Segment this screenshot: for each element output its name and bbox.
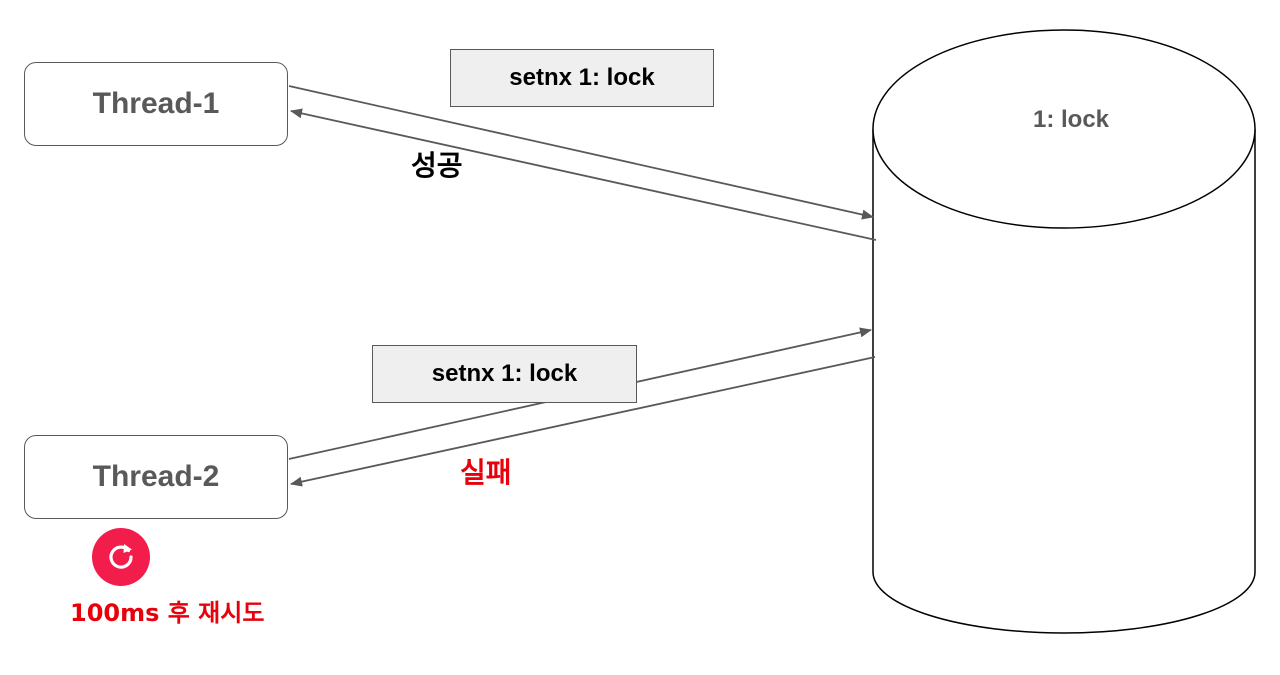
thread-2-box: Thread-2 [24, 435, 288, 519]
thread-2-response-arrow [290, 356, 876, 487]
thread-2-command-box: setnx 1: lock [372, 345, 637, 403]
thread-1-request-arrow [288, 85, 874, 220]
refresh-icon-glyph [109, 544, 133, 569]
fail-label: 실패 [460, 456, 512, 489]
refresh-icon [92, 528, 150, 586]
success-label: 성공 [411, 149, 463, 182]
retry-label: 100ms 후 재시도 [70, 599, 265, 627]
thread-1-command-box: setnx 1: lock [450, 49, 714, 107]
thread-1-response-arrow [290, 108, 877, 241]
database-entry-label: 1: lock [1033, 106, 1110, 133]
database-cylinder [872, 29, 1256, 634]
thread-1-box: Thread-1 [24, 62, 288, 146]
